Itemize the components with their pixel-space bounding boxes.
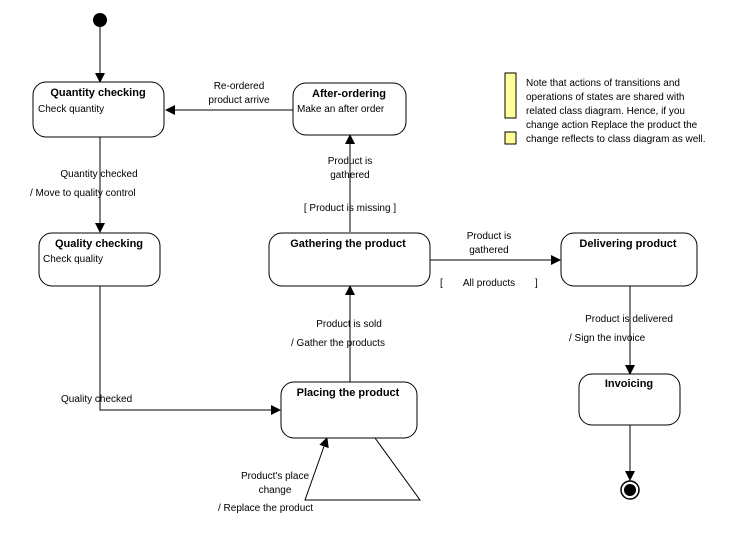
transition-guard: [ Product is missing ] <box>304 203 396 214</box>
state-invoicing: Invoicing <box>578 373 681 426</box>
transition-event: Product is delivered <box>585 314 673 325</box>
transition-event: Product is <box>467 231 511 242</box>
note-line: change action Replace the product the <box>526 120 698 131</box>
transition-guard: All products <box>463 278 515 289</box>
transition-event: gathered <box>469 245 508 256</box>
transition-event: Quantity checked <box>60 169 137 180</box>
state-title: Quantity checking <box>50 87 145 99</box>
guard-bracket-open: [ <box>440 278 443 289</box>
state-placing-the-product: Placing the product <box>280 381 418 439</box>
note-line: related class diagram. Hence, if you <box>526 106 685 117</box>
label-quantity-checked: Quantity checked / Move to quality contr… <box>30 169 138 199</box>
transition-event: Re-ordered <box>214 81 265 92</box>
note-marker <box>504 72 517 119</box>
label-sold: Product is sold / Gather the products <box>291 319 385 349</box>
label-gathered-right: Product is gathered [ All products ] <box>440 231 538 289</box>
state-title: Gathering the product <box>290 238 406 250</box>
label-gathered-up: Product is gathered [ Product is missing… <box>304 156 396 214</box>
note-marker <box>504 131 517 145</box>
note-line: operations of states are shared with <box>526 92 684 103</box>
state-after-ordering: After-ordering Make an after order <box>292 82 407 136</box>
placing-self-loop-edge <box>304 437 421 501</box>
transition-event: Product is sold <box>316 319 382 330</box>
label-delivered: Product is delivered / Sign the invoice <box>569 314 673 344</box>
state-action: Check quantity <box>38 104 104 115</box>
label-place-change: Product's place change / Replace the pro… <box>218 471 313 514</box>
state-title: Invoicing <box>605 378 653 390</box>
state-delivering-product: Delivering product <box>560 232 698 287</box>
transition-action: / Move to quality control <box>30 188 136 199</box>
state-title: Quality checking <box>55 238 143 250</box>
state-title: After-ordering <box>312 88 386 100</box>
guard-bracket-close: ] <box>535 278 538 289</box>
transition-event: Product's place <box>241 471 309 482</box>
transition-action: / Replace the product <box>218 503 313 514</box>
transition-event: change <box>259 485 292 496</box>
transition-event: Quality checked <box>61 394 132 405</box>
state-quality-checking: Quality checking Check quality <box>38 232 161 287</box>
label-reordered: Re-ordered product arrive <box>208 81 270 106</box>
transition-action: / Sign the invoice <box>569 333 646 344</box>
final-state <box>620 480 640 500</box>
quality-to-placing-edge <box>99 286 281 415</box>
state-gathering-the-product: Gathering the product <box>268 232 431 287</box>
state-title: Placing the product <box>297 387 400 399</box>
transition-event: gathered <box>330 170 369 181</box>
state-action: Check quality <box>43 254 103 265</box>
state-quantity-checking: Quantity checking Check quantity <box>32 81 165 138</box>
label-quality-checked: Quality checked <box>61 394 132 405</box>
initial-state <box>93 13 107 27</box>
note-line: change reflects to class diagram as well… <box>526 134 706 145</box>
state-action: Make an after order <box>297 104 385 115</box>
state-title: Delivering product <box>579 238 677 250</box>
diagram-note: Note that actions of transitions and ope… <box>504 72 706 145</box>
transition-event: product arrive <box>208 95 270 106</box>
transition-action: / Gather the products <box>291 338 385 349</box>
note-line: Note that actions of transitions and <box>526 78 680 89</box>
transition-event: Product is <box>328 156 372 167</box>
